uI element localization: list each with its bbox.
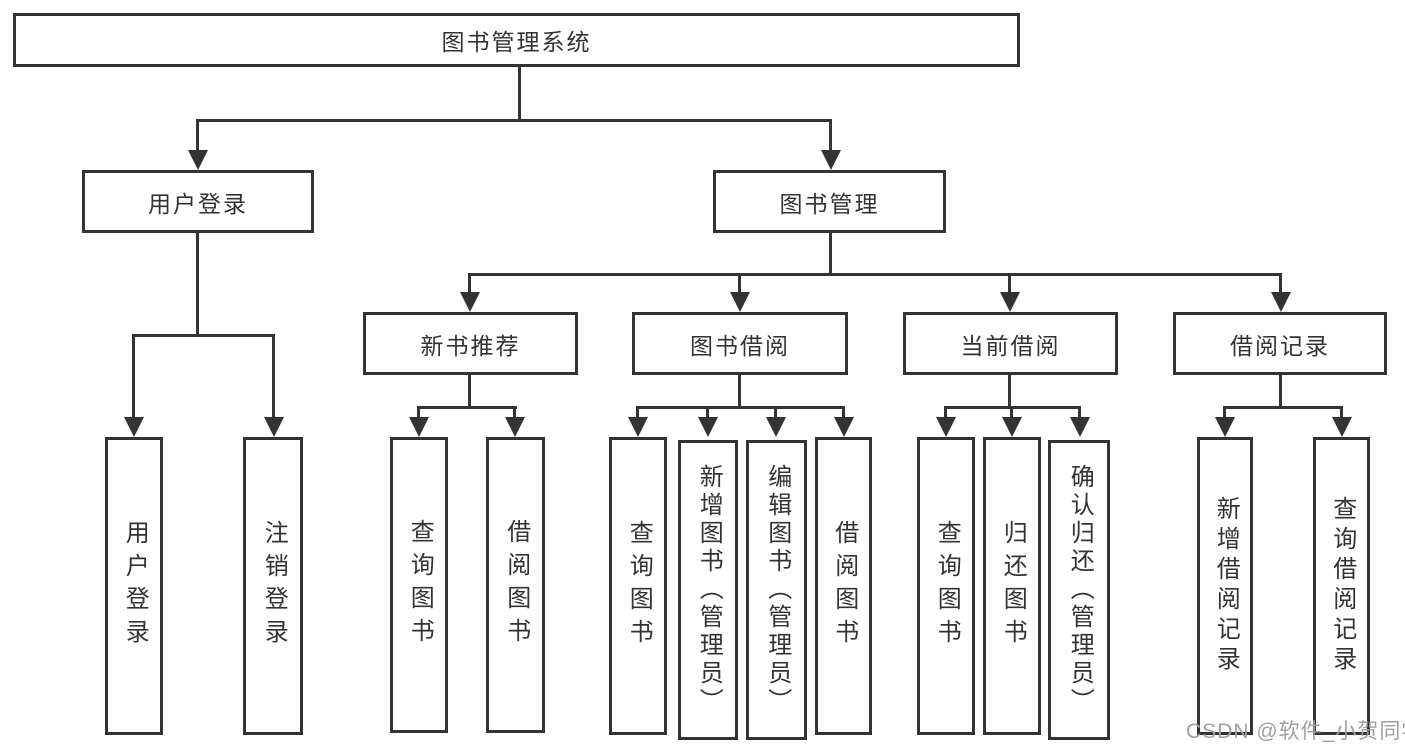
node-label: 图书管理 <box>779 190 880 217</box>
node-leaf-query-books-recommend: 查询图书 <box>390 437 448 733</box>
arrow-down-icon <box>1332 417 1352 437</box>
connector-line <box>829 233 832 273</box>
node-user-login: 用户登录 <box>82 170 314 233</box>
arrow-down-icon <box>460 292 480 312</box>
node-label: 借阅记录 <box>1230 332 1330 359</box>
connector-line <box>132 334 275 337</box>
connector-line <box>1078 406 1081 420</box>
connector-line <box>272 334 275 422</box>
node-library-management-system: 图书管理系统 <box>13 13 1020 67</box>
connector-line <box>468 273 471 295</box>
connector-line <box>1223 406 1343 409</box>
connector-line <box>468 375 471 406</box>
arrow-down-icon <box>936 417 956 437</box>
node-leaf-add-books-admin: 新增图书（管理员） <box>678 440 738 740</box>
node-leaf-borrow-books-recommend: 借阅图书 <box>486 437 545 733</box>
node-label: 确认归还（管理员） <box>1066 464 1094 716</box>
arrow-down-icon <box>730 292 750 312</box>
node-label: 图书管理系统 <box>441 29 592 55</box>
node-label: 用户登录 <box>121 520 149 652</box>
arrow-down-icon <box>188 150 208 170</box>
arrow-down-icon <box>1070 417 1090 437</box>
node-label: 查询借阅记录 <box>1328 496 1356 676</box>
node-current-borrowing: 当前借阅 <box>903 312 1118 375</box>
csdn-watermark: CSDN @软件_小贺同学 <box>1186 720 1405 743</box>
connector-line <box>468 273 1282 276</box>
node-label: 用户登录 <box>148 190 248 217</box>
connector-line <box>1279 375 1282 406</box>
connector-line <box>706 406 709 420</box>
connector-line <box>513 406 516 420</box>
node-leaf-query-books-current: 查询图书 <box>917 437 975 735</box>
node-leaf-edit-books-admin: 编辑图书（管理员） <box>746 440 807 740</box>
connector-line <box>518 67 521 119</box>
node-label: 借阅图书 <box>830 520 858 652</box>
arrow-down-icon <box>124 417 144 437</box>
connector-line <box>1008 273 1011 295</box>
node-label: 归还图书 <box>999 520 1027 652</box>
connector-line <box>1340 406 1343 420</box>
arrow-down-icon <box>505 417 525 437</box>
arrow-down-icon <box>264 417 284 437</box>
arrow-down-icon <box>834 417 854 437</box>
node-leaf-query-books-borrowing: 查询图书 <box>609 437 667 735</box>
connector-line <box>944 406 947 420</box>
node-leaf-query-borrow-record: 查询借阅记录 <box>1313 437 1370 735</box>
node-label: 新书推荐 <box>420 332 521 359</box>
arrow-down-icon <box>628 417 648 437</box>
node-label: 新增借阅记录 <box>1212 496 1240 676</box>
node-label: 当前借阅 <box>960 332 1061 359</box>
arrow-down-icon <box>1000 292 1020 312</box>
node-label: 图书借阅 <box>690 332 790 359</box>
node-label: 注销登录 <box>260 520 288 652</box>
node-leaf-add-borrow-record: 新增借阅记录 <box>1197 437 1253 735</box>
node-label: 查询图书 <box>625 520 653 652</box>
node-leaf-logout: 注销登录 <box>243 437 303 735</box>
arrow-down-icon <box>821 150 841 170</box>
node-label: 编辑图书（管理员） <box>763 464 791 716</box>
node-book-management: 图书管理 <box>713 170 946 233</box>
node-leaf-borrow-books: 借阅图书 <box>815 437 872 735</box>
connector-line <box>1010 406 1013 420</box>
connector-line <box>636 406 639 420</box>
connector-line <box>196 119 199 152</box>
arrow-down-icon <box>1271 292 1291 312</box>
connector-line <box>196 233 199 334</box>
connector-line <box>196 119 832 122</box>
node-label: 新增图书（管理员） <box>695 464 723 716</box>
node-label: 借阅图书 <box>502 519 530 651</box>
arrow-down-icon <box>1215 417 1235 437</box>
node-new-book-recommend: 新书推荐 <box>363 312 578 375</box>
connector-line <box>829 119 832 152</box>
node-leaf-user-login: 用户登录 <box>105 437 163 735</box>
connector-line <box>636 406 845 409</box>
node-label: 查询图书 <box>406 519 434 651</box>
node-book-borrowing: 图书借阅 <box>632 312 848 375</box>
connector-line <box>1223 406 1226 420</box>
connector-line <box>842 406 845 420</box>
connector-line <box>132 334 135 422</box>
arrow-down-icon <box>766 417 786 437</box>
connector-line <box>417 406 420 420</box>
connector-line <box>738 273 741 295</box>
connector-line <box>738 375 741 406</box>
connector-line <box>774 406 777 420</box>
node-leaf-return-books: 归还图书 <box>983 437 1041 735</box>
node-leaf-confirm-return-admin: 确认归还（管理员） <box>1048 440 1110 740</box>
connector-line <box>1008 375 1011 406</box>
arrow-down-icon <box>698 417 718 437</box>
arrow-down-icon <box>409 417 429 437</box>
node-label: 查询图书 <box>933 520 961 652</box>
connector-line <box>417 406 517 409</box>
arrow-down-icon <box>1002 417 1022 437</box>
connector-line <box>1279 273 1282 295</box>
node-borrowing-records: 借阅记录 <box>1173 312 1387 375</box>
